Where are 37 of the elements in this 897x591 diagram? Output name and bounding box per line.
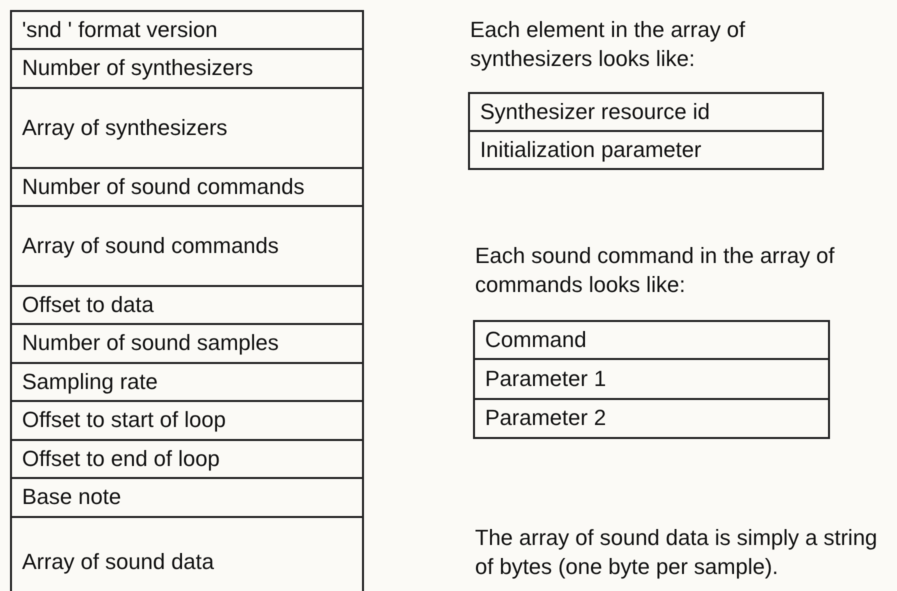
field-name: Synthesizer resource id xyxy=(480,100,710,124)
record-field xyxy=(473,320,830,360)
record-field xyxy=(10,439,364,479)
field-name: Array of synthesizers xyxy=(22,116,228,140)
field-name: Base note xyxy=(22,485,122,510)
record-field xyxy=(468,92,824,132)
record-field xyxy=(10,167,364,207)
record-field xyxy=(10,87,364,169)
record-field xyxy=(10,10,364,50)
record-field xyxy=(10,400,364,441)
field-name: Parameter 2 xyxy=(485,406,606,431)
field-name: Initialization parameter xyxy=(480,138,702,162)
note-text: Each sound command in the array of commands looks like: xyxy=(475,242,835,299)
field-name: Sampling rate xyxy=(22,370,158,394)
field-name: Array of sound commands xyxy=(22,234,279,258)
field-name: Number of sound commands xyxy=(22,174,304,200)
note-text: The array of sound data is simply a string of bytes (one byte per sample). xyxy=(475,524,878,581)
record-field xyxy=(10,477,364,518)
field-name: Command xyxy=(485,328,586,352)
record-field xyxy=(473,358,830,400)
record-field xyxy=(10,362,364,402)
field-name: Array of sound data xyxy=(22,550,214,574)
field-name: 'snd ' format version xyxy=(22,18,218,42)
record-field xyxy=(10,285,364,325)
field-name: Offset to end of loop xyxy=(22,446,220,472)
record-field xyxy=(10,323,364,364)
field-name: Offset to start of loop xyxy=(22,408,226,433)
record-field xyxy=(468,130,824,170)
record-field xyxy=(10,516,364,591)
record-field xyxy=(10,205,364,287)
field-name: Number of synthesizers xyxy=(22,56,254,81)
record-field xyxy=(473,398,830,439)
field-name: Offset to data xyxy=(22,292,154,318)
field-name: Parameter 1 xyxy=(485,366,606,392)
record-field xyxy=(10,48,364,89)
note-text: Each element in the array of synthesizers looks like: xyxy=(470,16,746,73)
field-name: Number of sound samples xyxy=(22,331,279,356)
